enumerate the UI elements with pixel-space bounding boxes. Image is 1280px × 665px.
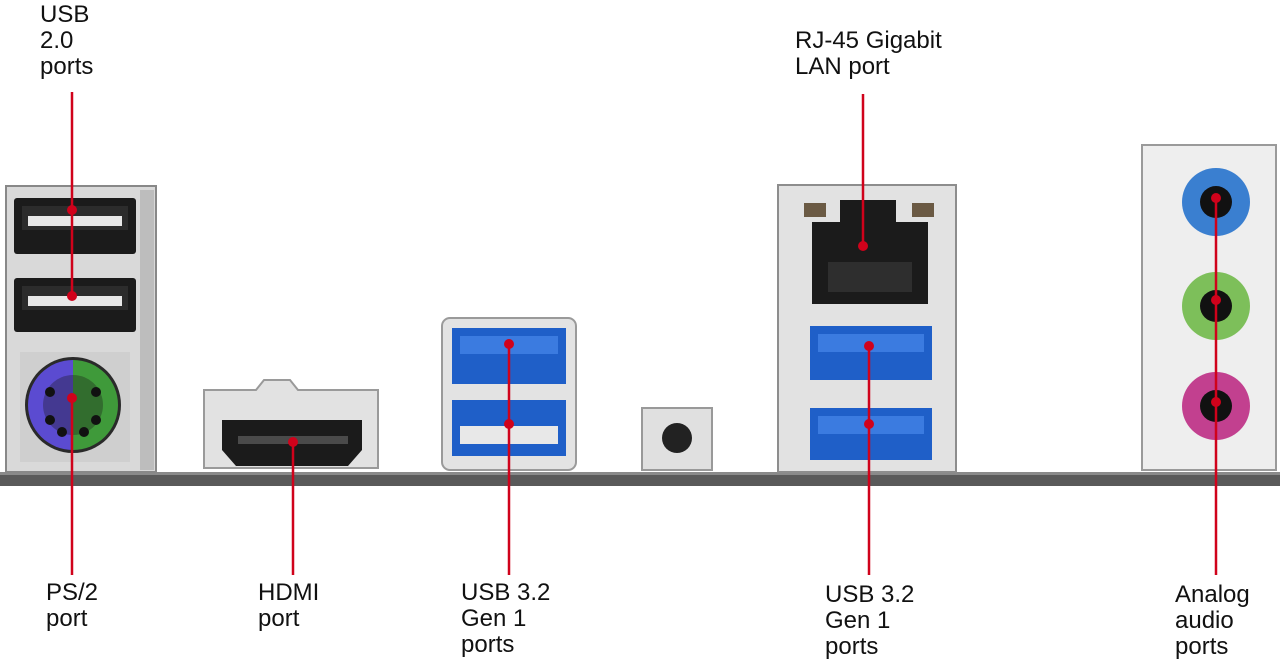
label-usb20-line3: ports — [40, 53, 94, 80]
audio-stack — [1141, 144, 1277, 471]
label-usb32-left-line1: USB 3.2 — [461, 579, 551, 606]
label-audio: Analog audio ports — [1175, 582, 1250, 660]
rj45-usb32-stack — [777, 184, 957, 473]
label-ps2-line2: port — [46, 605, 88, 632]
io-shield-bar — [0, 472, 1280, 486]
label-usb32-left-line3: ports — [461, 631, 515, 658]
usb32-port-right-2 — [810, 408, 932, 460]
label-hdmi-line2: port — [258, 605, 300, 632]
label-usb32-right-line2: Gen 1 — [825, 607, 891, 634]
label-ps2: PS/2 port — [46, 580, 98, 632]
callout-dots — [67, 193, 1221, 447]
label-usb32-right-line3: ports — [825, 633, 879, 660]
rj45-port — [812, 200, 928, 304]
label-hdmi: HDMI port — [258, 580, 319, 632]
usb20-ps2-stack — [5, 185, 157, 473]
label-usb32-left-line2: Gen 1 — [461, 605, 527, 632]
reset-button — [641, 407, 713, 471]
callout-lines — [70, 92, 1218, 575]
label-usb20-line2: 2.0 — [40, 27, 74, 54]
label-ps2-line1: PS/2 — [46, 579, 99, 606]
label-usb20-line1: USB — [40, 1, 90, 28]
label-audio-line2: audio — [1175, 607, 1234, 634]
label-usb32-left: USB 3.2 Gen 1 ports — [461, 580, 550, 658]
label-audio-line3: ports — [1175, 633, 1229, 660]
label-usb32-right: USB 3.2 Gen 1 ports — [825, 582, 914, 660]
label-usb32-right-line1: USB 3.2 — [825, 581, 915, 608]
label-rj45-line1: RJ-45 Gigabit — [795, 27, 942, 54]
label-usb20: USB 2.0 ports — [40, 2, 93, 80]
usb32-port-right-1 — [810, 326, 932, 380]
label-hdmi-line1: HDMI — [258, 579, 320, 606]
ps2-port — [20, 352, 130, 462]
hdmi-port — [203, 379, 379, 469]
label-audio-line1: Analog — [1175, 581, 1250, 608]
label-rj45-line2: LAN port — [795, 53, 890, 80]
label-rj45: RJ-45 Gigabit LAN port — [795, 28, 942, 80]
usb20-port-2 — [14, 278, 136, 332]
